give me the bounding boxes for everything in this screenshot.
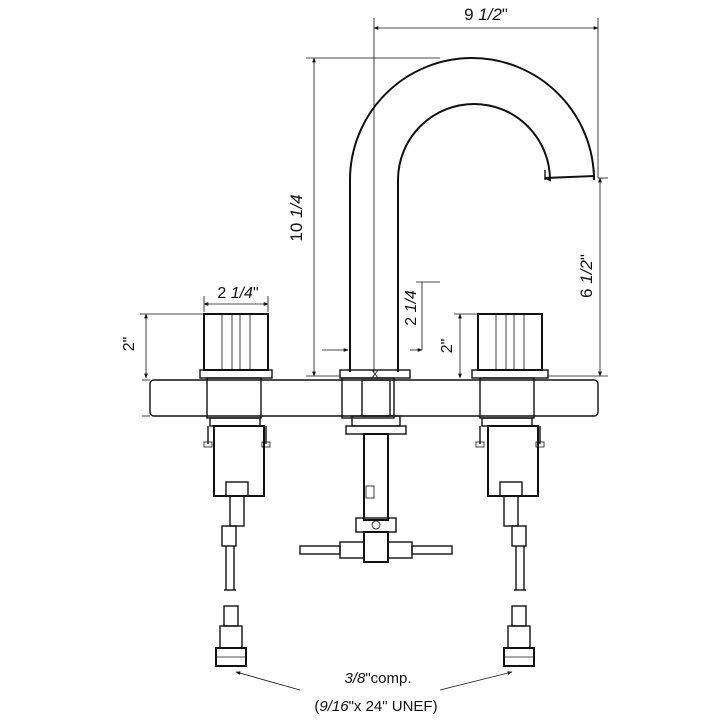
overall-height-label: 10 1/4	[287, 194, 306, 241]
spout-height-label: 6 1/2"	[577, 254, 596, 298]
handle-width-label: 2 1/4"	[217, 285, 258, 302]
spout-base-height-label: 2 1/4	[403, 290, 420, 326]
dimension-lines	[140, 18, 608, 691]
spout-shank-and-tee	[299, 379, 453, 563]
left-handle	[199, 313, 273, 379]
right-handle	[471, 313, 549, 379]
spout	[339, 57, 595, 379]
spout-base	[339, 369, 411, 379]
right-valve-body	[475, 417, 545, 591]
right-handle-height-label: 2"	[439, 339, 456, 354]
connection-size-label: 3/8"comp.	[344, 670, 411, 687]
countertop	[142, 377, 599, 419]
right-valve-hole	[479, 377, 535, 419]
connection-thread-label: (9/16"x 24" UNEF)	[314, 698, 437, 715]
right-supply-connector	[503, 605, 535, 667]
left-supply-connector	[215, 605, 247, 667]
spout-reach-label: 9 1/2"	[464, 5, 508, 24]
left-valve-hole	[206, 377, 262, 419]
left-handle-height-label: 2"	[121, 337, 138, 352]
left-valve-body	[203, 417, 271, 591]
spout-hole	[341, 377, 395, 419]
